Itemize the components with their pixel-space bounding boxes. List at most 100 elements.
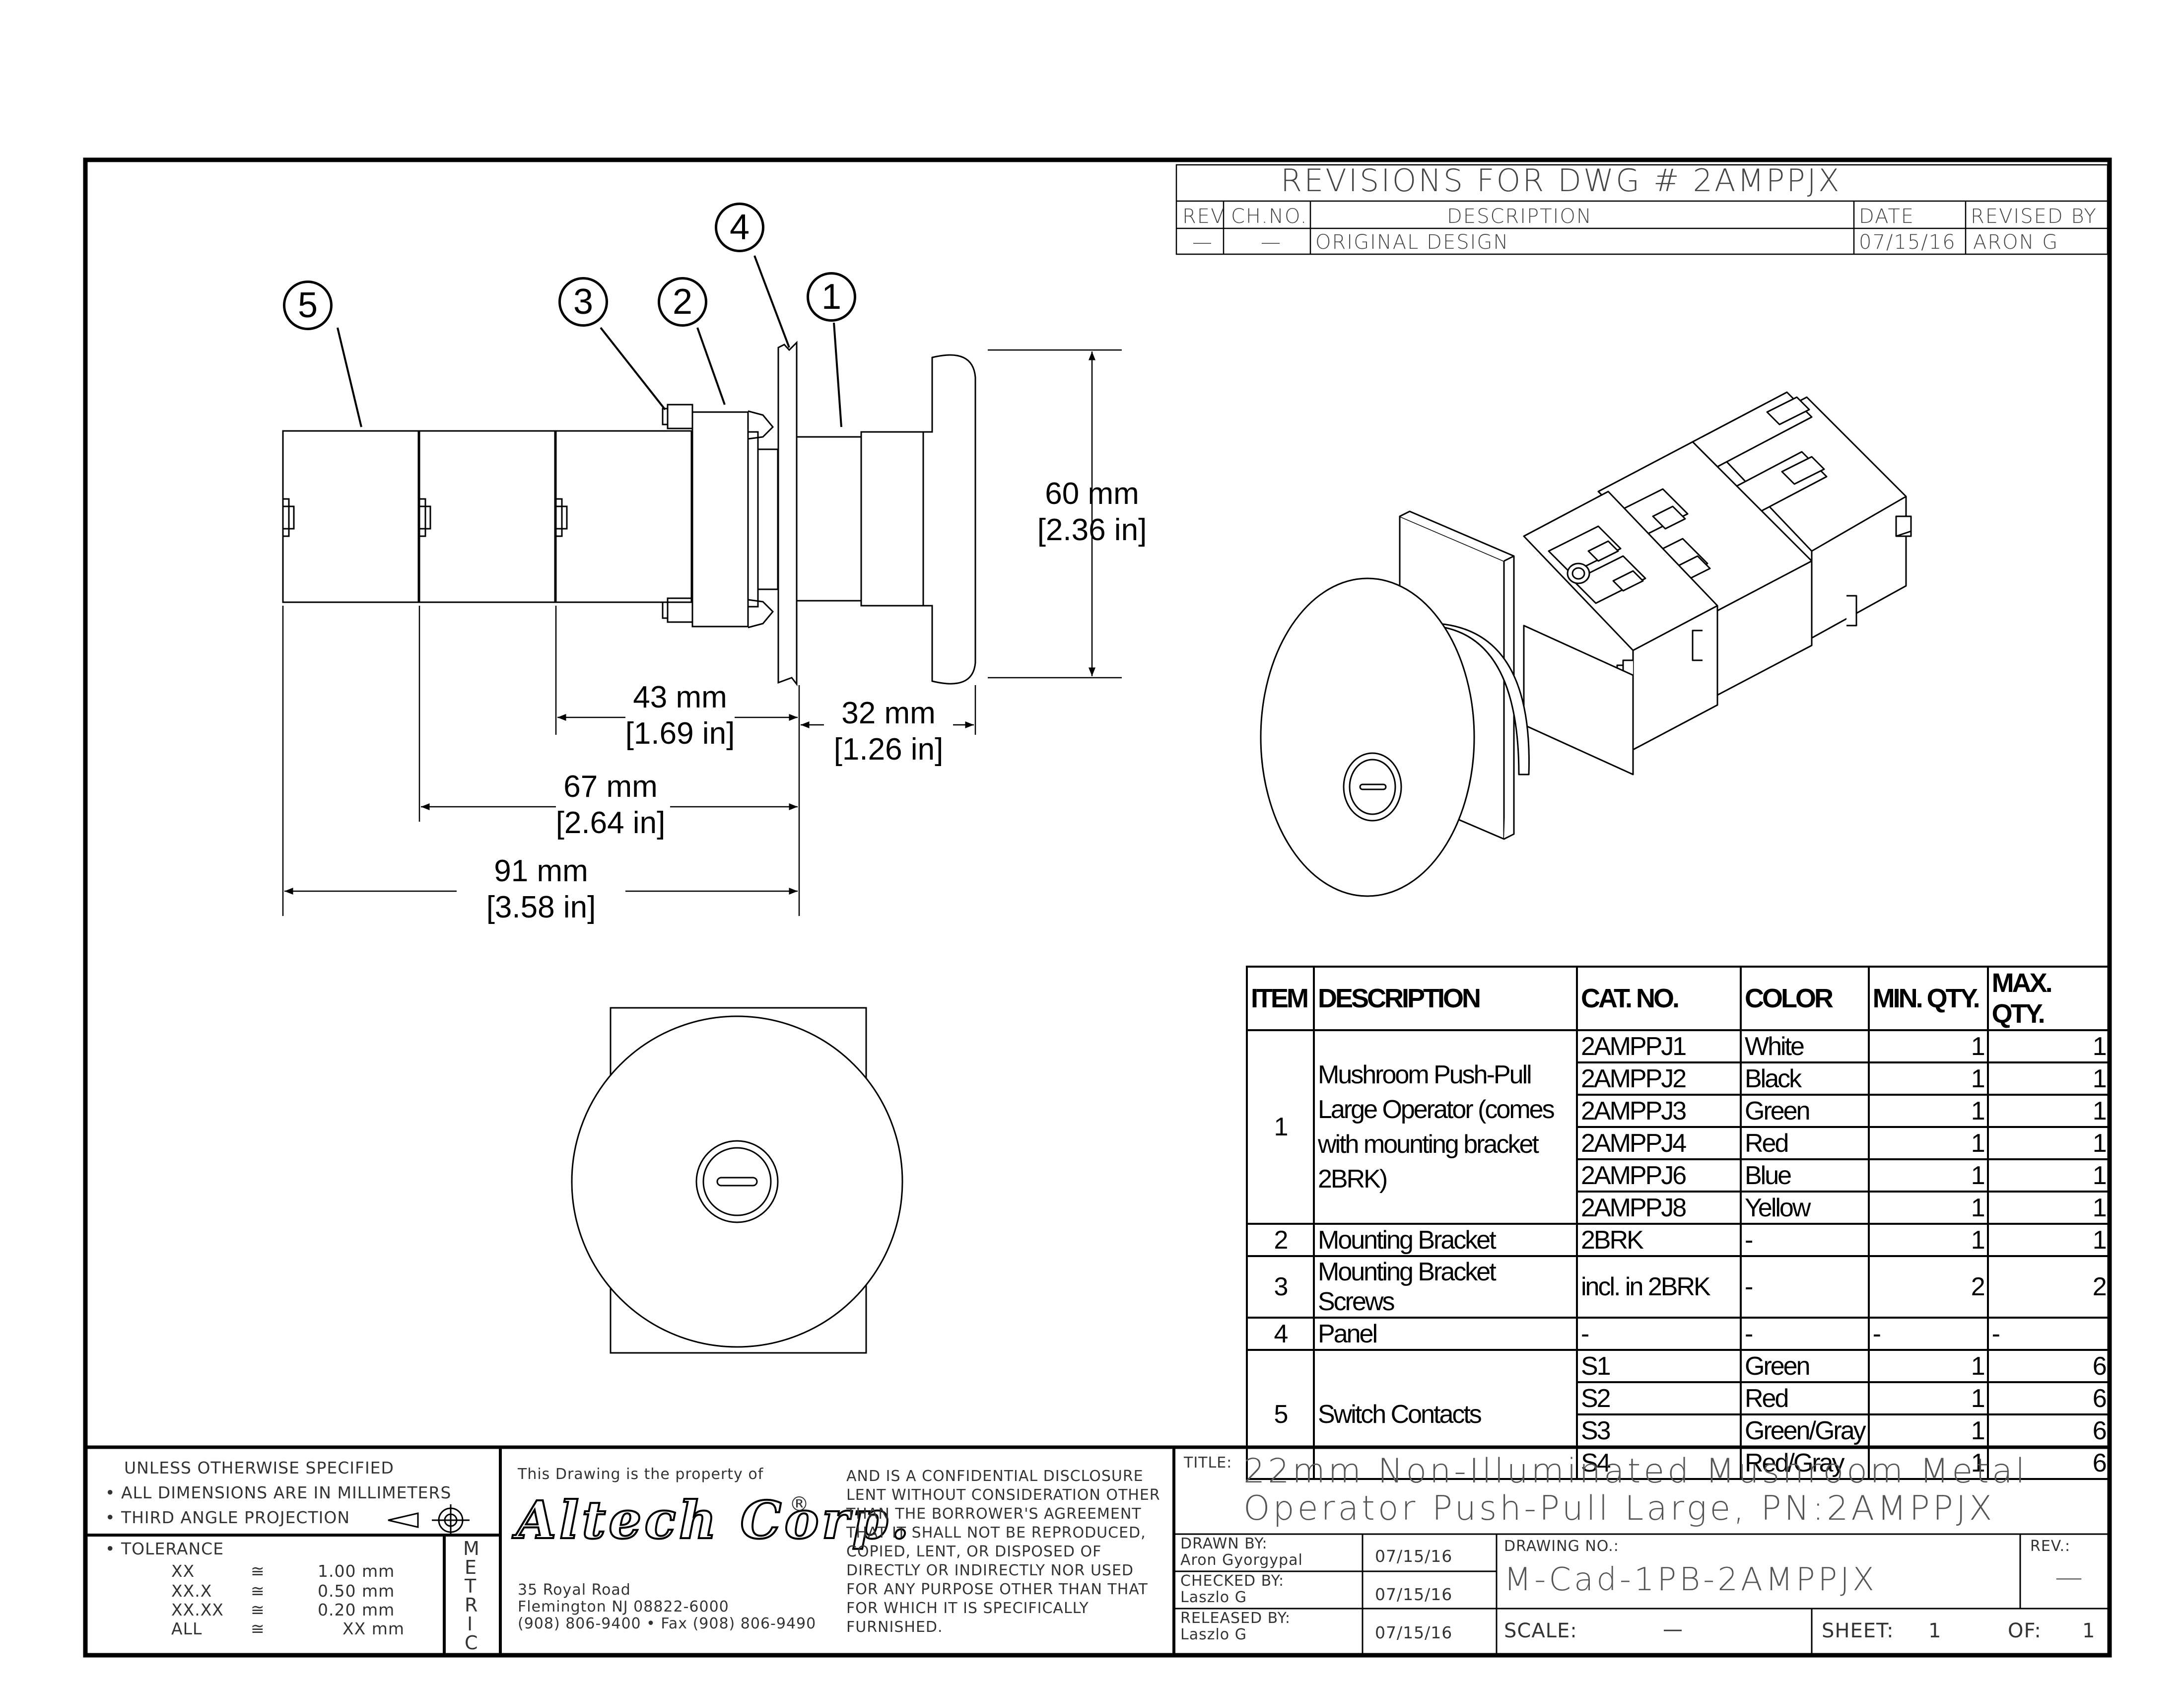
bom-min-qty: 1 <box>1867 1223 1989 1257</box>
tolerance-format: XX <box>171 1561 195 1581</box>
bom-header-max-qty: MAX. QTY. <box>1986 966 2111 1031</box>
rev-header-rev: REV <box>1182 205 1226 228</box>
bom-item-number: 2 <box>1246 1223 1315 1257</box>
table-row: 3 Mounting Bracket Screws incl. in 2BRK … <box>1246 1255 2111 1319</box>
metric-letter: T <box>465 1575 477 1597</box>
tolerance-symbol: ≅ <box>251 1600 265 1619</box>
drawing-title-line-1: 22mm Non-Illuminated Mushroom Metal <box>1243 1452 2028 1491</box>
bom-item-number: 5 <box>1246 1349 1315 1480</box>
dim-67-mm: 67 mm <box>563 770 658 804</box>
company-phone-fax: (908) 806-9400 • Fax (908) 806-9490 <box>518 1615 817 1632</box>
disclosure-line: DIRECTLY OR INDIRECTLY NOR USED <box>846 1562 1134 1579</box>
disclosure-line: FOR ANY PURPOSE OTHER THAN THAT <box>846 1581 1148 1598</box>
tolerance-format: ALL <box>171 1619 203 1638</box>
bom-min-qty: 1 <box>1867 1381 1989 1415</box>
company-address-street: 35 Royal Road <box>518 1581 631 1599</box>
bom-max-qty: 1 <box>1986 1126 2111 1160</box>
drawn-by-label: DRAWN BY: <box>1180 1535 1268 1552</box>
bom-color: Yellow <box>1740 1191 1870 1225</box>
dim-43-mm: 43 mm <box>633 680 727 714</box>
bom-color: Green/Gray <box>1740 1413 1870 1448</box>
bom-max-qty: - <box>1986 1317 2111 1351</box>
bom-max-qty: 1 <box>1986 1094 2111 1128</box>
dimension-43-label: 43 mm [1.69 in] <box>615 679 745 752</box>
bom-max-qty: 1 <box>1986 1158 2111 1193</box>
bom-color: White <box>1740 1029 1870 1063</box>
disclosure-line: FOR WHICH IT IS SPECIFICALLY <box>846 1600 1089 1617</box>
tolerance-symbol: ≅ <box>251 1581 265 1601</box>
bom-max-qty: 6 <box>1986 1349 2111 1383</box>
bom-min-qty: 1 <box>1867 1094 1989 1128</box>
tolerance-value: 0.20 mm <box>318 1600 395 1619</box>
drawn-by-name: Aron Gyorgypal <box>1180 1551 1303 1569</box>
bom-header-min-qty: MIN. QTY. <box>1867 966 1989 1031</box>
bom-header-description: DESCRIPTION <box>1313 966 1578 1031</box>
bom-max-qty: 1 <box>1986 1223 2111 1257</box>
isometric-view <box>1260 391 1912 897</box>
table-row: 2AMPPJ6 Blue 1 1 <box>1247 1158 2111 1193</box>
bom-color: Red <box>1740 1126 1870 1160</box>
bom-color: - <box>1740 1317 1870 1351</box>
balloon-4: 4 <box>715 203 764 252</box>
bom-item-description: Panel <box>1313 1317 1578 1351</box>
table-row: 4 Panel - - - - <box>1246 1317 2111 1351</box>
bom-item-number: 1 <box>1246 1029 1315 1225</box>
table-row: 2 Mounting Bracket 2BRK - 1 1 <box>1246 1223 2111 1257</box>
rev-header-description: DESCRIPTION <box>1447 205 1592 228</box>
dimension-lines <box>282 349 1122 916</box>
property-notice: This Drawing is the property of <box>518 1466 764 1483</box>
tolerance-format: XX.X <box>171 1581 212 1601</box>
disclosure-line: LENT WITHOUT CONSIDERATION OTHER <box>846 1486 1160 1504</box>
scale-label: SCALE: <box>1504 1619 1577 1642</box>
bom-cat-no: S2 <box>1576 1381 1742 1415</box>
disclosure-line: THAT IT SHALL NOT BE REPRODUCED, <box>846 1524 1146 1542</box>
dimension-67-label: 67 mm [2.64 in] <box>546 769 675 841</box>
dim-91-in: [3.58 in] <box>486 890 596 925</box>
bom-min-qty: 1 <box>1867 1158 1989 1193</box>
bom-cat-no: 2AMPPJ1 <box>1576 1029 1742 1063</box>
bom-cat-no: 2AMPPJ4 <box>1576 1126 1742 1160</box>
bom-header-item: ITEM <box>1246 966 1315 1031</box>
dim-32-mm: 32 mm <box>841 696 936 730</box>
metric-letter: C <box>465 1632 478 1654</box>
dimension-91-label: 91 mm [3.58 in] <box>477 853 606 925</box>
bom-min-qty: 1 <box>1867 1029 1989 1063</box>
table-row: S2 Red 1 6 <box>1247 1381 2111 1415</box>
balloon-leaders <box>337 255 842 427</box>
tolerance-format: XX.XX <box>171 1600 224 1619</box>
company-logo: Altech Corp. <box>515 1489 912 1550</box>
dim-height-in: [2.36 in] <box>1037 513 1147 548</box>
tolerance-symbol: ≅ <box>251 1561 265 1581</box>
bom-header-color: COLOR <box>1740 966 1870 1031</box>
bom-min-qty: 1 <box>1867 1349 1989 1383</box>
released-by-label: RELEASED BY: <box>1180 1610 1291 1627</box>
balloon-2: 2 <box>658 277 707 327</box>
sheet-of-label: OF: <box>2008 1619 2042 1642</box>
tolerance-value: 1.00 mm <box>318 1561 395 1581</box>
balloon-5: 5 <box>283 281 333 330</box>
bom-min-qty: 1 <box>1867 1413 1989 1448</box>
bom-color: Red <box>1740 1381 1870 1415</box>
bom-cat-no: 2AMPPJ6 <box>1576 1158 1742 1193</box>
table-row: 2AMPPJ2 Black 1 1 <box>1247 1061 2111 1096</box>
bom-min-qty: 2 <box>1867 1255 1989 1319</box>
bom-cat-no: 2AMPPJ3 <box>1576 1094 1742 1128</box>
sheet-total: 1 <box>2082 1619 2096 1642</box>
revision-label: REV.: <box>2030 1538 2071 1555</box>
dimension-32-label: 32 mm [1.26 in] <box>824 695 953 768</box>
sheet-border <box>83 157 2112 1658</box>
dim-91-mm: 91 mm <box>494 854 588 888</box>
dim-43-in: [1.69 in] <box>625 716 735 751</box>
dim-67-in: [2.64 in] <box>555 806 666 841</box>
bom-max-qty: 6 <box>1986 1446 2111 1480</box>
bom-max-qty: 1 <box>1986 1029 2111 1063</box>
metric-letter: I <box>467 1613 474 1635</box>
front-view <box>571 1007 903 1354</box>
bom-cat-no: 2AMPPJ2 <box>1576 1061 1742 1096</box>
bom-cat-no: S3 <box>1576 1413 1742 1448</box>
bom-item-number: 4 <box>1246 1317 1315 1351</box>
bom-color: Green <box>1740 1349 1870 1383</box>
balloon-1: 1 <box>807 272 856 322</box>
bom-header-row: ITEM DESCRIPTION CAT. NO. COLOR MIN. QTY… <box>1246 966 2111 1031</box>
